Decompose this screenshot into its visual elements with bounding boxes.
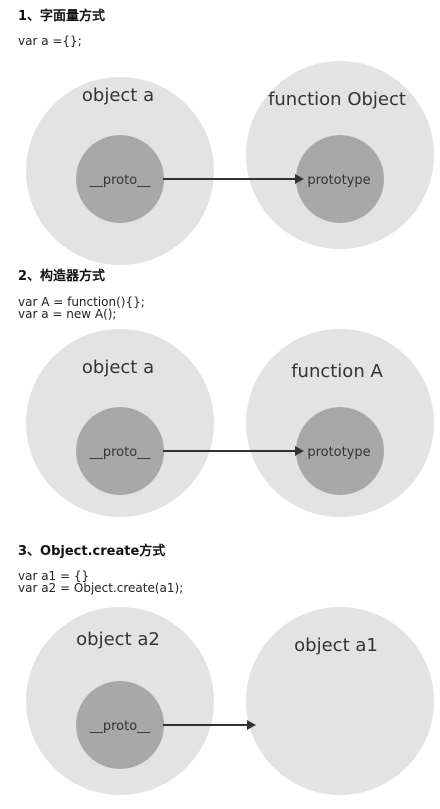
section-title: 2、构造器方式	[18, 269, 106, 284]
left-circle-label: object a	[82, 357, 154, 378]
arrow-head-icon	[295, 446, 304, 456]
left-inner-circle	[76, 135, 164, 223]
code-line: var a2 = Object.create(a1);	[18, 581, 184, 595]
left-inner-label: __proto__	[89, 445, 151, 460]
prototype-diagram: object a2 __proto__ object a1	[26, 607, 434, 795]
left-inner-circle	[76, 407, 164, 495]
right-circle-label: object a1	[294, 635, 378, 656]
right-inner-label: prototype	[307, 173, 370, 188]
code-block: var a ={};	[18, 35, 82, 47]
section-title: 3、Object.create方式	[18, 544, 166, 559]
code-line: var A = function(){};	[18, 295, 145, 309]
code-line: var a ={};	[18, 34, 82, 48]
right-inner-circle	[296, 407, 384, 495]
prototype-diagram: object a __proto__ function Object proto…	[26, 61, 434, 265]
code-line: var a = new A();	[18, 307, 117, 321]
left-inner-label: __proto__	[89, 719, 151, 734]
left-circle-label: object a2	[76, 629, 160, 650]
right-circle-label: function A	[291, 361, 383, 382]
arrow-head-icon	[247, 720, 256, 730]
section-title: 1、字面量方式	[18, 9, 106, 24]
right-circle-label: function Object	[268, 89, 406, 110]
arrow-head-icon	[295, 174, 304, 184]
right-inner-circle	[296, 135, 384, 223]
right-outer-circle	[246, 607, 434, 795]
left-inner-label: __proto__	[89, 173, 151, 188]
code-block: var A = function(){};var a = new A();	[18, 296, 145, 320]
code-block: var a1 = {}var a2 = Object.create(a1);	[18, 570, 183, 594]
left-circle-label: object a	[82, 85, 154, 106]
prototype-diagram: object a __proto__ function A prototype	[26, 329, 434, 517]
right-inner-label: prototype	[307, 445, 370, 460]
left-inner-circle	[76, 681, 164, 769]
code-line: var a1 = {}	[18, 569, 90, 583]
